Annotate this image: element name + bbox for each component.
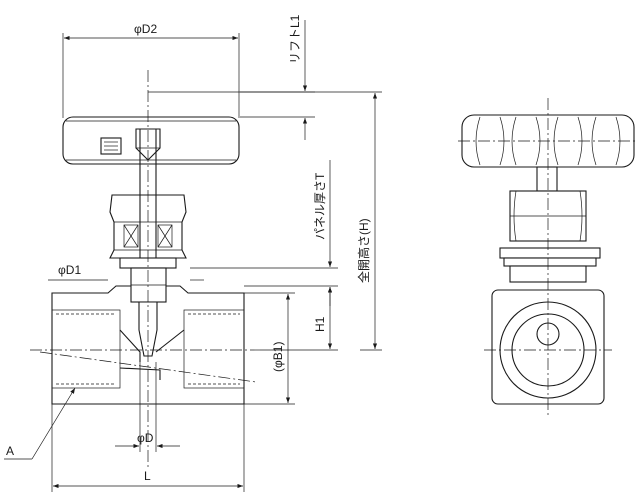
dimensions: φD2 リフトL1 全開高さ(H) パネル厚さT H1 φD1 (φB1) — [4, 14, 382, 492]
label-h1: H1 — [313, 316, 327, 332]
side-view — [458, 98, 637, 418]
label-d: φD — [137, 431, 154, 445]
label-l: L — [144, 469, 151, 483]
label-d2: φD2 — [134, 22, 157, 36]
label-a: A — [6, 444, 14, 458]
label-lift: リフトL1 — [288, 14, 302, 64]
label-b1: (φB1) — [271, 342, 285, 372]
front-view — [30, 70, 260, 470]
label-panel: パネル厚さT — [313, 172, 327, 240]
label-total-height: 全開高さ(H) — [356, 218, 371, 283]
label-d1: φD1 — [58, 263, 81, 277]
